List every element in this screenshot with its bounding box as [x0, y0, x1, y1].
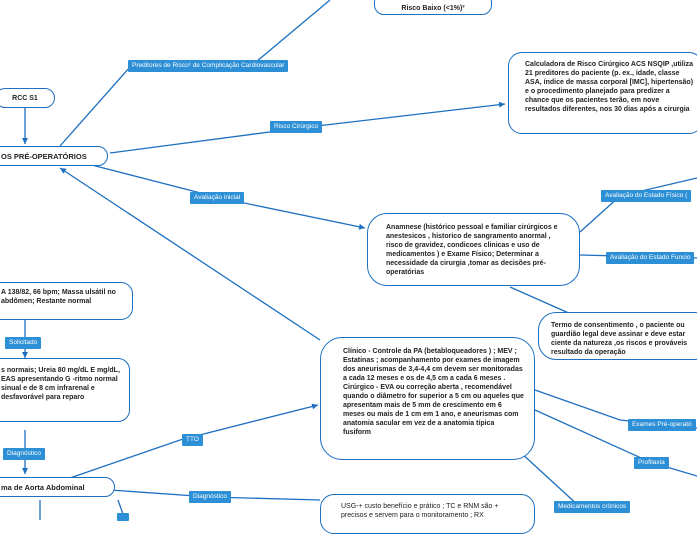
aneurisma-text: ma de Aorta Abdominal	[1, 483, 85, 492]
edge-aneurisma-tto	[69, 403, 319, 479]
edge-cuidados-risco	[109, 127, 301, 154]
rcc-text: RCC S1	[12, 95, 38, 102]
risco-baixo-text: Risco Baixo (<1%)³	[401, 5, 465, 12]
node-anamnese[interactable]: Anamnese (histórico pessoal e familiar c…	[367, 213, 580, 286]
label-diagnostico-mid: Diagnóstico	[189, 491, 231, 503]
label-cropped	[117, 513, 129, 521]
label-diagnostico-left: Diagnóstico	[3, 448, 45, 460]
node-calculadora[interactable]: Calculadora de Risco Cirúrgico ACS NSQIP…	[508, 52, 697, 134]
usg-text: USG-+ custo benefício e prático ; TC e R…	[341, 503, 499, 519]
termo-text: Termo de consentimento , o paciente ou g…	[551, 322, 688, 356]
label-profilaxia: Profilaxia	[634, 457, 669, 469]
calculadora-text: Calculadora de Risco Cirúrgico ACS NSQIP…	[525, 61, 694, 113]
edge-clinico-medicamentos	[519, 451, 581, 508]
node-aneurisma[interactable]: ma de Aorta Abdominal	[0, 477, 115, 497]
edge-risco-calculadora	[299, 101, 506, 129]
label-avaliacao-inicial: Avaliação inicial	[190, 192, 245, 204]
node-termo[interactable]: Termo de consentimento , o paciente ou g…	[538, 312, 697, 360]
edge-preditores-riscobaixo	[249, 0, 331, 68]
edge-anamnese-fisico	[579, 177, 697, 233]
exame-fisico-text: A 138/82, 66 bpm; Massa ulsátil no abdôm…	[1, 289, 116, 305]
node-risco-baixo[interactable]: Risco Baixo (<1%)³	[374, 0, 492, 15]
edge-avaliacao-anamnese	[219, 197, 366, 230]
cuidados-text: OS PRÉ-OPERATÓRIOS	[1, 152, 87, 161]
label-solicitado: Solicitado	[5, 337, 42, 349]
node-cuidados-preoperatorios[interactable]: OS PRÉ-OPERATÓRIOS	[0, 146, 108, 166]
label-preditores: Preditores de Risco¹ de Complicação Card…	[128, 60, 289, 72]
node-clinico[interactable]: Clínico - Controle da PA (betabloqueador…	[320, 337, 535, 460]
edge-cuidados-preditores	[59, 66, 131, 147]
label-risco-cirurgico: Risco Cirúrgico	[270, 121, 323, 133]
label-tto: TTO	[182, 434, 203, 446]
label-avaliacao-fisico: Avaliação do Estado Físico (	[601, 190, 692, 202]
node-usg[interactable]: USG-+ custo benefício e prático ; TC e R…	[320, 494, 535, 534]
node-exames-laboratoriais[interactable]: s normais; Ureia 80 mg/dL E mg/dL, EAS a…	[0, 358, 130, 422]
exames-lab-text: s normais; Ureia 80 mg/dL E mg/dL, EAS a…	[1, 367, 120, 401]
node-rcc[interactable]: RCC S1	[0, 88, 55, 108]
label-avaliacao-funcional: Avaliação do Estado Funcio	[606, 252, 695, 264]
anamnese-text: Anamnese (histórico pessoal e familiar c…	[386, 224, 558, 276]
label-medicamentos: Medicamentos crônicos	[554, 501, 631, 513]
label-exames-preop: Exames Pré-operató	[628, 419, 696, 431]
node-exame-fisico[interactable]: A 138/82, 66 bpm; Massa ulsátil no abdôm…	[0, 282, 133, 320]
clinico-text: Clínico - Controle da PA (betabloqueador…	[343, 348, 524, 436]
edge-clinico-cuidados	[59, 167, 321, 341]
